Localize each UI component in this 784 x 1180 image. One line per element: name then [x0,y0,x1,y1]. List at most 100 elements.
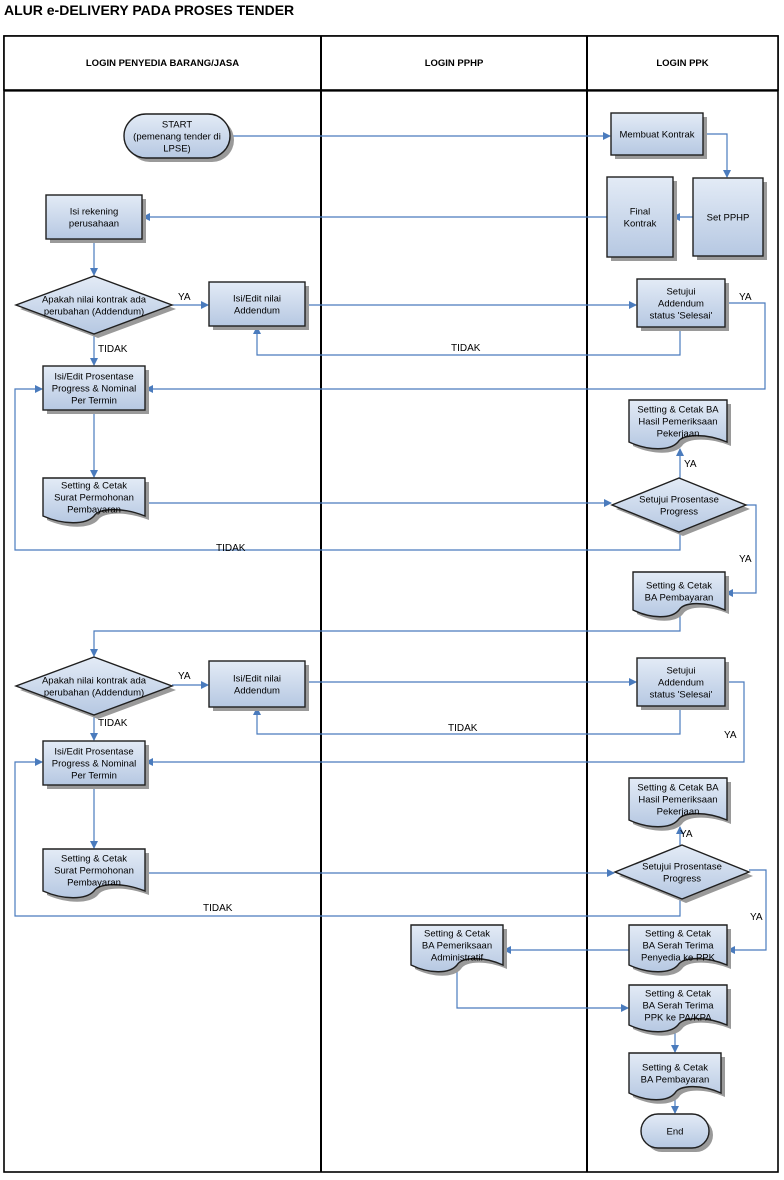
node-text: Apakah nilai kontrak ada [42,676,147,687]
node-text: BA Pemeriksaan [422,941,492,952]
node-text: Pekerjaan [657,429,700,440]
shape-doc [42,477,146,524]
node-text: Setujui Prosentase [639,495,719,506]
node-text: Hasil Pemeriksaan [638,417,717,428]
node-text: Pekerjaan [657,807,700,818]
shape-dia [613,844,751,900]
connector-arrow [145,302,766,393]
lane-header-penyedia: LOGIN PENYEDIA BARANG/JASA [86,58,239,69]
shape-rect [208,660,306,708]
connector-arrow [456,968,629,1012]
shape-doc [628,399,728,450]
node-text: Apakah nilai kontrak ada [42,295,147,306]
shape-dia [13,275,175,335]
edge-label-tidak: TIDAK [448,723,478,734]
edge-label-ya: YA [739,554,752,565]
node-text: Pembayaran [67,505,121,516]
node-text: Setting & Cetak BA [637,783,719,794]
node-membuat-kontrak: Membuat Kontrak [610,112,707,159]
node-text: BA Pembayaran [641,1075,710,1086]
node-text: Setting & Cetak [61,854,127,865]
node-text: Setujui [666,287,695,298]
node-text: Setting & Cetak [646,581,712,592]
node-end: End [640,1113,713,1152]
edge-label-ya: YA [750,912,763,923]
shape-rect [45,194,143,240]
shape-rect [636,278,726,328]
shape-rect [42,740,146,786]
node-text: status 'Selesai' [650,690,713,701]
lanes-header-row [3,35,779,91]
node-text: Addendum [658,678,704,689]
shape-rect [208,281,306,327]
node-text: Isi/Edit Prosentase [54,372,133,383]
node-text: Progress [660,507,698,518]
node-text: Per Termin [71,771,117,782]
node-text: BA Pembayaran [645,593,714,604]
connector-arrow [14,385,681,551]
shape-doc [42,848,146,899]
node-text: Membuat Kontrak [620,130,695,141]
node-text: Pembayaran [67,878,121,889]
edge-label-tidak: TIDAK [451,343,481,354]
node-text: perubahan (Addendum) [44,688,144,699]
node-text: Isi/Edit Prosentase [54,747,133,758]
connector-arrow [90,614,681,657]
edge-label-tidak: TIDAK [98,718,128,729]
node-text: Addendum [234,306,280,317]
node-text: Kontrak [624,219,657,230]
page-title: ALUR e-DELIVERY PADA PROSES TENDER [4,2,295,18]
node-text: End [667,1127,684,1138]
node-text: Addendum [234,686,280,697]
lane-header-ppk: LOGIN PPK [656,58,708,69]
connector-arrow [14,758,681,917]
node-text: Setting & Cetak [61,481,127,492]
shape-doc [628,777,728,828]
connector-arrow [145,681,745,766]
connector-arrow [253,326,681,356]
edge-label-ya: YA [724,730,737,741]
shape-dia [610,477,748,533]
node-text: status 'Selesai' [650,311,713,322]
node-text: (pemenang tender di [133,132,221,143]
node-text: Isi rekening [70,207,119,218]
node-text: Setujui Prosentase [642,862,722,873]
node-text: Surat Permohonan [54,866,134,877]
node-text: Final [630,207,651,218]
shape-doc [628,1052,722,1101]
node-text: Hasil Pemeriksaan [638,795,717,806]
node-text: Setting & Cetak [645,929,711,940]
node-text: Setting & Cetak [645,989,711,1000]
edge-label-tidak: TIDAK [216,543,246,554]
node-text: Setting & Cetak [642,1063,708,1074]
node-text: BA Serah Terima [642,941,714,952]
edge-label-ya: YA [680,829,693,840]
node-text: Set PPHP [707,213,750,224]
shape-doc [628,924,728,973]
connector-arrow [253,706,681,735]
edge-label-tidak: TIDAK [203,903,233,914]
node-text: perusahaan [69,219,119,230]
node-text: Addendum [658,299,704,310]
edge-label-ya: YA [684,459,697,470]
shape-doc [628,984,728,1033]
shape-doc [410,924,504,973]
